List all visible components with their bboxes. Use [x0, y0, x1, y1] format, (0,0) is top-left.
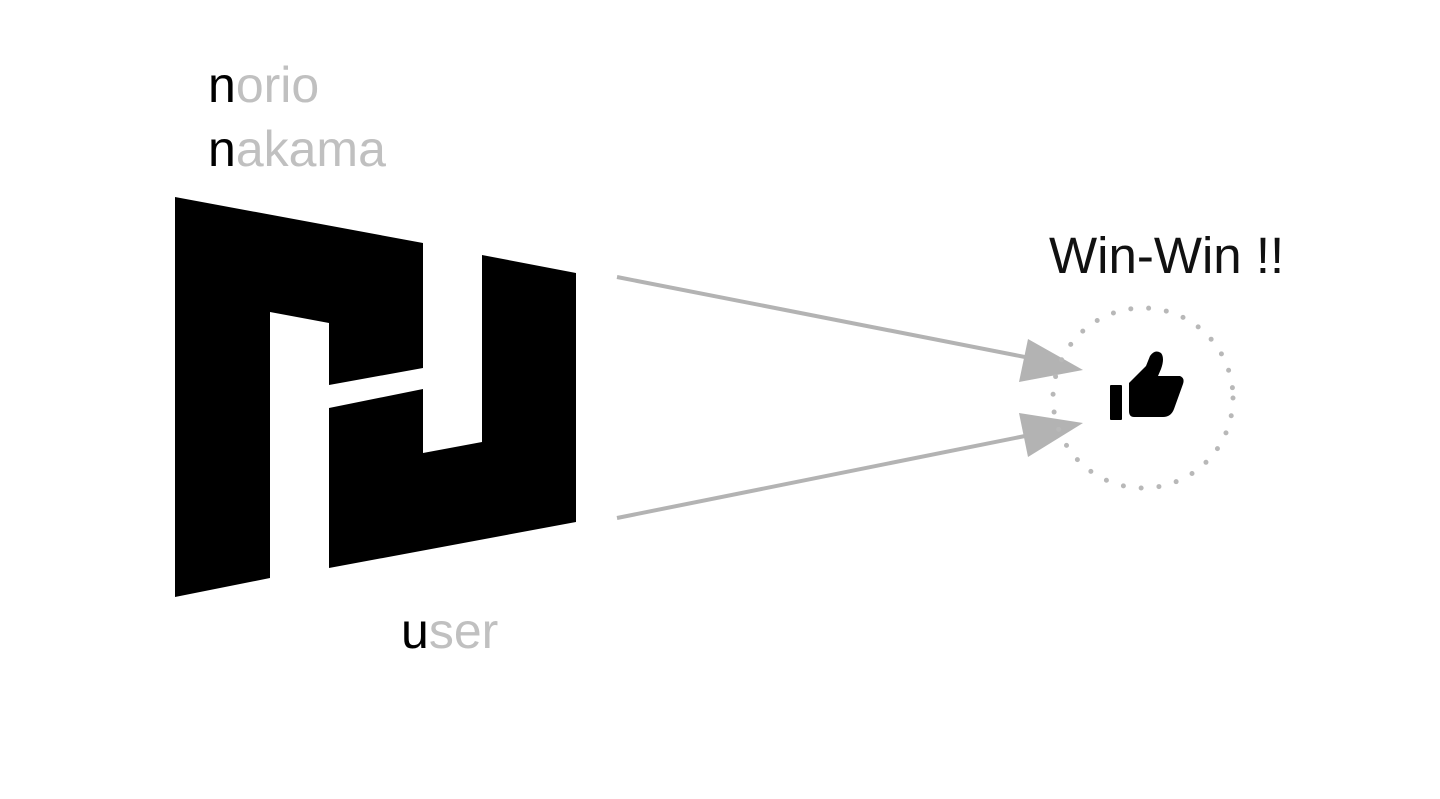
arrow-bottom-shaft: [616, 433, 1031, 520]
nn-monogram-logo: [175, 197, 576, 597]
win-win-label: Win-Win !!: [1049, 227, 1285, 284]
thumbs-up-icon: [1110, 351, 1184, 420]
last-name-label: nakama: [208, 124, 386, 174]
arrow-top: [616, 275, 1083, 382]
dotted-circle: [1050, 305, 1236, 491]
user-rest: ser: [428, 603, 499, 659]
first-name-rest: orio: [235, 57, 320, 113]
arrow-bottom-head: [1019, 413, 1083, 457]
first-name-initial: n: [208, 57, 236, 113]
arrow-top-head: [1019, 339, 1083, 382]
thumbs-up-hand: [1129, 351, 1184, 417]
user-label: user: [401, 606, 498, 656]
logo-lower-u-shape: [329, 255, 576, 568]
arrow-bottom: [616, 413, 1083, 520]
logo-upper-n-shape: [175, 197, 423, 597]
first-name-label: norio: [208, 60, 319, 110]
thumbs-up-cuff: [1110, 385, 1122, 420]
last-name-rest: akama: [235, 121, 386, 177]
user-initial: u: [401, 603, 429, 659]
arrow-top-shaft: [616, 275, 1031, 360]
last-name-initial: n: [208, 121, 236, 177]
